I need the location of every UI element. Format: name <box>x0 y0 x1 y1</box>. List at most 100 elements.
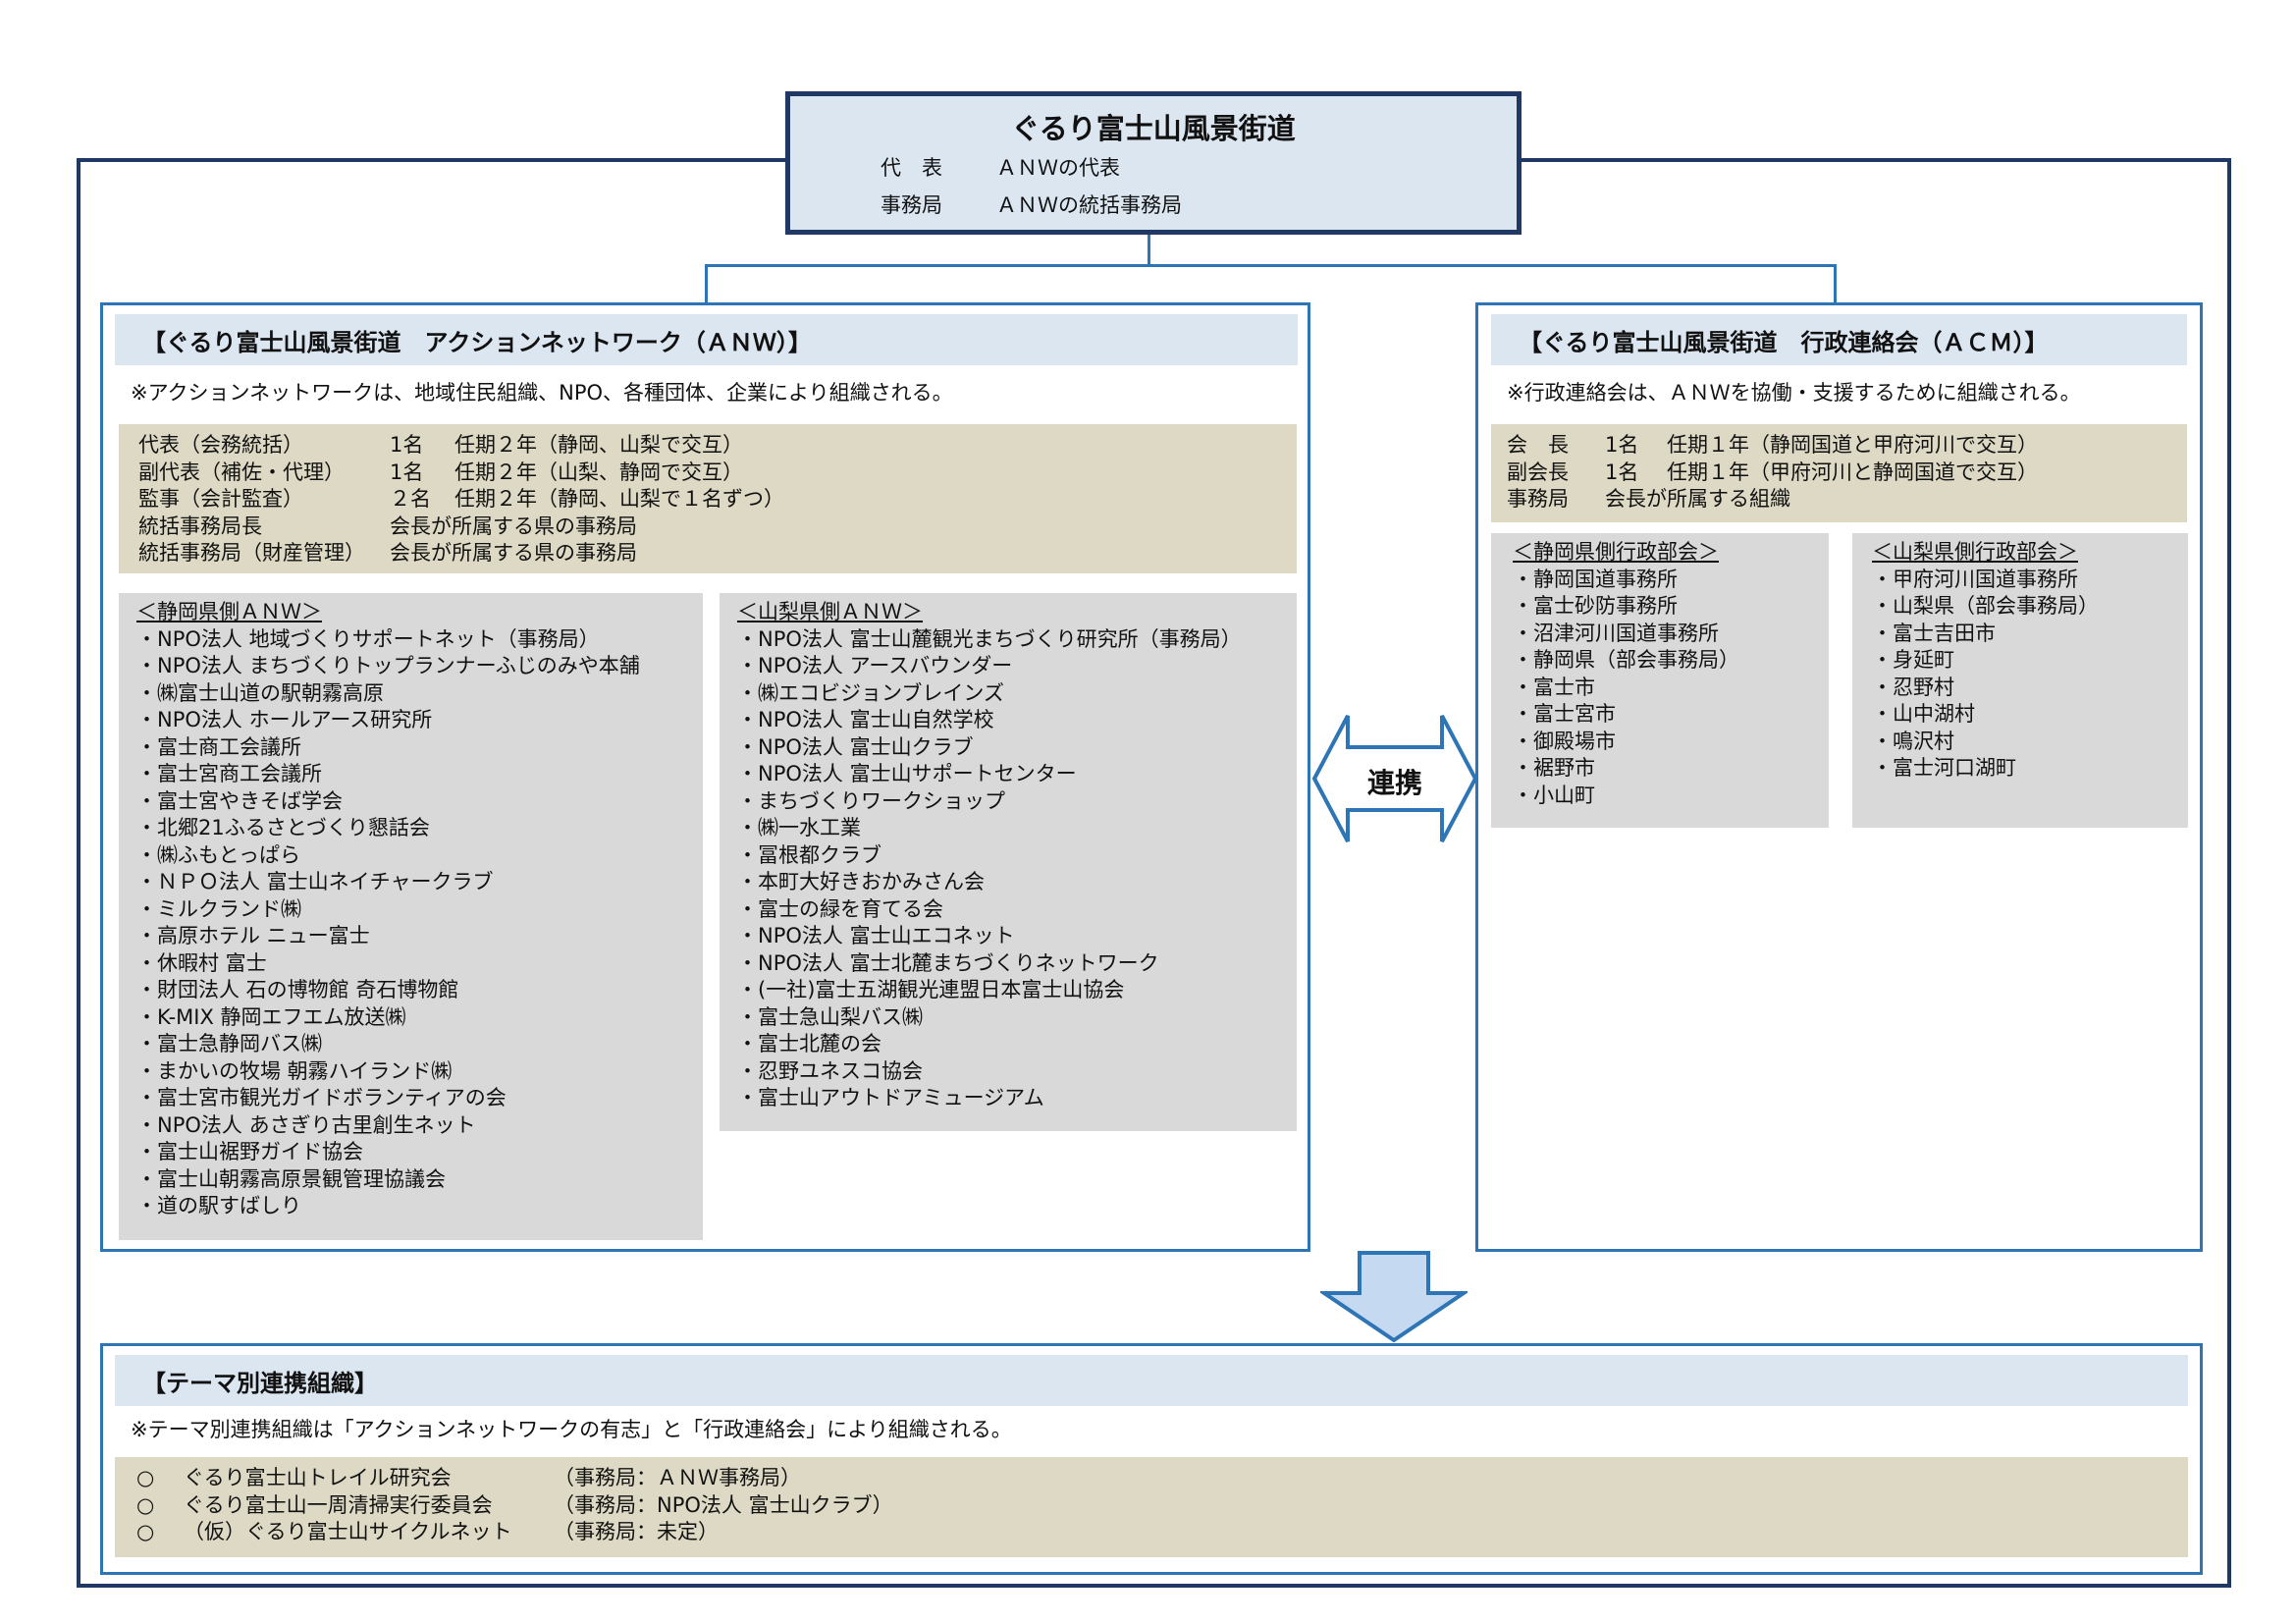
anw-yamanashi-list: ＜山梨県側ＡＮＷ＞ ・NPO法人 富士山麓観光まちづくり研究所（事務局） ・NP… <box>720 593 1297 1131</box>
list-item: ・御殿場市 <box>1513 729 1616 753</box>
anw-header: 【ぐるり富士山風景街道 アクションネットワーク（ＡＮＷ）】 <box>115 314 1298 365</box>
theme-header: 【テーマ別連携組織】 <box>115 1355 2188 1406</box>
list-item: ・道の駅すばしり <box>136 1194 301 1217</box>
anw-note: ※アクションネットワークは、地域住民組織、NPO、各種団体、企業により組織される… <box>131 381 953 405</box>
list-item: ・山梨県（部会事務局） <box>1872 594 2099 618</box>
list-item: ・NPO法人 地域づくりサポートネット（事務局） <box>136 626 600 651</box>
list-item: ・身延町 <box>1872 648 1954 672</box>
list-item: ・ミルクランド㈱ <box>136 896 301 921</box>
connector-left-drop <box>705 264 708 303</box>
list-item: ・静岡国道事務所 <box>1513 567 1678 591</box>
officer-row: 統括事務局長 会長が所属する県の事務局 <box>138 514 1297 541</box>
officer-term: 会長が所属する組織 <box>1605 487 1790 511</box>
list-item: ・裾野市 <box>1513 756 1595 780</box>
top-row-office: 事務局 ＡＮＷの統括事務局 <box>881 189 1182 219</box>
officer-role: 統括事務局（財産管理） <box>138 541 365 565</box>
officer-row: 副会長 1名 任期１年（甲府河川と静岡国道で交互） <box>1507 460 2187 487</box>
list-item: ・㈱ふもとっぱら <box>136 842 300 867</box>
list-item: ・NPO法人 アースバウンダー <box>737 654 1013 677</box>
acm-note: ※行政連絡会は、ＡＮＷを協働・支援するために組織される。 <box>1507 381 2081 405</box>
acm-shizuoka-list: ＜静岡県側行政部会＞ ・静岡国道事務所 ・富士砂防事務所 ・沼津河川国道事務所 … <box>1491 533 1829 828</box>
list-item: ・NPO法人 富士山麓観光まちづくり研究所（事務局） <box>737 626 1242 651</box>
officer-role: 副会長 <box>1507 460 1569 484</box>
officer-row: 事務局 会長が所属する組織 <box>1507 486 2187 514</box>
list-item: ・NPO法人 あさぎり古里創生ネット <box>136 1112 476 1137</box>
list-item: ・NPO法人 ホールアース研究所 <box>136 708 433 731</box>
list-item: ・富士宮商工会議所 <box>136 762 322 785</box>
top-row-representative: 代 表 ＡＮＷの代表 <box>881 152 1120 182</box>
list-item: ・本町大好きおかみさん会 <box>737 870 985 893</box>
circle-mark: ○ <box>136 1466 155 1489</box>
officer-count: 1名 <box>390 433 424 457</box>
officer-term: 任期２年（静岡、山梨で交互） <box>454 433 743 457</box>
list-item: ・富士市 <box>1513 675 1595 699</box>
theme-name: ぐるり富士山一周清掃実行委員会 <box>184 1492 493 1517</box>
theme-item: ○ぐるり富士山トレイル研究会（事務局：ＡＮＷ事務局） <box>136 1465 2188 1492</box>
list-item: ・㈱エコビジョンブレインズ <box>737 680 1004 705</box>
officer-term: 任期１年（甲府河川と静岡国道で交互） <box>1667 460 2038 484</box>
list-item: ・忍野ユネスコ協会 <box>737 1058 923 1083</box>
list-title: ＜山梨県側行政部会＞ <box>1872 540 2078 564</box>
top-row-label: 事務局 <box>881 193 942 217</box>
top-row-value: ＡＮＷの統括事務局 <box>996 193 1182 217</box>
list-item: ・まかいの牧場 朝霧ハイランド㈱ <box>136 1058 453 1083</box>
list-item: ・富士山アウトドアミュージアム <box>737 1086 1044 1109</box>
list-item: ・静岡県（部会事務局） <box>1513 648 1739 672</box>
list-item: ・富士砂防事務所 <box>1513 594 1678 618</box>
anw-officers: 代表（会務統括）1名任期２年（静岡、山梨で交互） 副代表（補佐・代理）1名任期２… <box>119 424 1297 573</box>
officer-term: 会長が所属する県の事務局 <box>390 514 637 538</box>
list-item: ・ＮＰＯ法人 富士山ネイチャークラブ <box>136 870 494 893</box>
connector-stem <box>1148 235 1150 265</box>
officer-role: 事務局 <box>1507 487 1569 511</box>
officer-count: 1名 <box>1605 460 1639 484</box>
officer-role: 監事（会計監査） <box>138 487 303 511</box>
officer-count: ２名 <box>390 487 431 511</box>
list-item: ・富士急静岡バス㈱ <box>136 1032 322 1055</box>
theme-name: （仮）ぐるり富士山サイクルネット <box>184 1520 512 1543</box>
theme-office: （事務局：ＡＮＷ事務局） <box>554 1466 801 1489</box>
top-row-label: 代 表 <box>881 156 942 180</box>
theme-office: （事務局：未定） <box>554 1520 719 1543</box>
list-item: ・まちづくりワークショップ <box>737 788 1005 813</box>
list-item: ・富士山朝霧高原景観管理協議会 <box>136 1166 446 1191</box>
list-title: ＜山梨県側ＡＮＷ＞ <box>737 600 923 623</box>
list-item: ・富士宮やきそば学会 <box>136 788 343 813</box>
list-item: ・富士山裾野ガイド協会 <box>136 1140 363 1163</box>
list-item: ・富士宮市観光ガイドボランティアの会 <box>136 1086 507 1109</box>
list-item: ・甲府河川国道事務所 <box>1872 567 2078 591</box>
theme-item: ○ぐるり富士山一周清掃実行委員会（事務局：NPO法人 富士山クラブ） <box>136 1492 2188 1520</box>
list-item: ・高原ホテル ニュー富士 <box>136 924 370 947</box>
list-item: ・㈱一水工業 <box>737 816 861 839</box>
officer-role: 代表（会務統括） <box>138 433 303 457</box>
list-item: ・NPO法人 富士山自然学校 <box>737 708 994 731</box>
officer-role: 統括事務局長 <box>138 514 262 538</box>
list-item: ・小山町 <box>1513 783 1595 807</box>
theme-item: ○ （仮）ぐるり富士山サイクルネット （事務局：未定） <box>136 1519 2188 1546</box>
officer-role: 会 長 <box>1507 433 1569 457</box>
circle-mark: ○ <box>136 1520 155 1543</box>
list-item: ・沼津河川国道事務所 <box>1513 621 1719 645</box>
list-item: ・山中湖村 <box>1872 702 1975 726</box>
list-title: ＜静岡県側行政部会＞ <box>1513 540 1719 564</box>
officer-count: 1名 <box>1605 433 1639 457</box>
officer-term: 会長が所属する県の事務局 <box>390 541 637 565</box>
list-item: ・冨根都クラブ <box>737 842 881 867</box>
list-item: ・富士商工会議所 <box>136 734 301 759</box>
acm-yamanashi-list: ＜山梨県側行政部会＞ ・甲府河川国道事務所 ・山梨県（部会事務局） ・富士吉田市… <box>1852 533 2188 828</box>
theme-list: ○ぐるり富士山トレイル研究会（事務局：ＡＮＷ事務局） ○ ぐるり富士山一周清掃実行… <box>115 1457 2188 1557</box>
top-row-value: ＡＮＷの代表 <box>996 156 1120 180</box>
list-item: ・NPO法人 富士山エコネット <box>737 924 1015 947</box>
officer-row: 代表（会務統括） 1名 任期２年（静岡、山梨で交互） <box>138 432 1297 460</box>
officer-row: 会 長 1名 任期１年（静岡国道と甲府河川で交互） <box>1507 432 2187 460</box>
theme-office: （事務局：NPO法人 富士山クラブ） <box>554 1492 893 1517</box>
list-item: ・NPO法人 まちづくりトップランナーふじのみや本舗 <box>136 654 640 677</box>
officer-count: 1名 <box>390 460 424 484</box>
connector-right-drop <box>1834 264 1837 303</box>
list-item: ・富士宮市 <box>1513 702 1616 726</box>
acm-header: 【ぐるり富士山風景街道 行政連絡会（ＡＣＭ）】 <box>1491 314 2187 365</box>
list-item: ・富士吉田市 <box>1872 621 1996 645</box>
officer-term: 任期１年（静岡国道と甲府河川で交互） <box>1667 433 2038 457</box>
list-item: ・㈱富士山道の駅朝霧高原 <box>136 680 384 705</box>
list-item: ・富士河口湖町 <box>1872 756 2016 780</box>
